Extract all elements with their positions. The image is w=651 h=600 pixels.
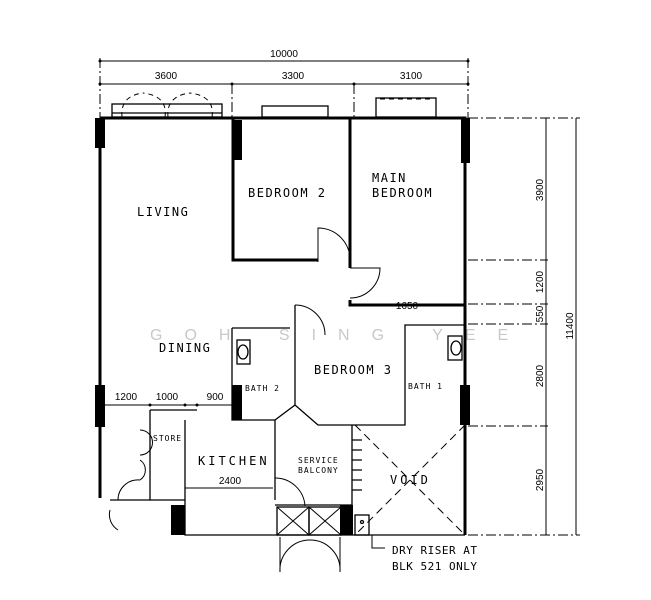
room-kitchen: KITCHEN bbox=[198, 454, 270, 468]
toilet-bath1 bbox=[450, 340, 462, 356]
room-service-balcony-line2: BALCONY bbox=[298, 466, 339, 475]
dim-right-3: 550 bbox=[535, 305, 546, 322]
room-living: LIVING bbox=[137, 205, 189, 219]
room-main-bedroom-line1: MAIN bbox=[372, 171, 407, 185]
dim-kitchen: 2400 bbox=[219, 476, 242, 487]
dim-total-width: 10000 bbox=[270, 49, 298, 60]
dim-right-5: 2950 bbox=[535, 468, 546, 491]
note-dry-riser-line1: DRY RISER AT bbox=[392, 544, 477, 557]
right-dimensions: 3900 1200 550 2800 2950 11400 bbox=[468, 117, 580, 536]
room-service-balcony-line1: SERVICE bbox=[298, 456, 339, 465]
room-dining: DINING bbox=[159, 341, 211, 355]
dim-bottom-1: 1200 bbox=[115, 392, 138, 403]
dim-top-2: 3300 bbox=[282, 71, 305, 82]
room-store: STORE bbox=[153, 434, 182, 443]
room-bedroom-2: BEDROOM 2 bbox=[248, 186, 327, 200]
pillars bbox=[95, 118, 470, 535]
room-labels: LIVING DINING BEDROOM 2 MAIN BEDROOM BED… bbox=[137, 171, 477, 573]
dim-right-2: 1200 bbox=[535, 270, 546, 293]
room-main-bedroom-line2: BEDROOM bbox=[372, 186, 433, 200]
dim-right-1: 3900 bbox=[535, 178, 546, 201]
dim-bath1-offset: 1650 bbox=[396, 301, 419, 312]
toilet-bath2 bbox=[237, 344, 249, 360]
dim-bottom-3: 900 bbox=[207, 392, 224, 403]
room-bath-1: BATH 1 bbox=[408, 382, 443, 391]
dim-top-1: 3600 bbox=[155, 71, 178, 82]
bottom-left-dimensions: 1200 1000 900 2400 1650 bbox=[100, 301, 419, 489]
windows bbox=[111, 92, 437, 118]
room-bedroom-3: BEDROOM 3 bbox=[314, 363, 393, 377]
dim-bottom-2: 1000 bbox=[156, 392, 179, 403]
dim-total-height: 11400 bbox=[565, 312, 576, 340]
dim-right-4: 2800 bbox=[535, 364, 546, 387]
room-bath-2: BATH 2 bbox=[245, 384, 280, 393]
dim-top-3: 3100 bbox=[400, 71, 423, 82]
room-void: VOID bbox=[390, 473, 431, 487]
note-dry-riser-line2: BLK 521 ONLY bbox=[392, 560, 477, 573]
doors bbox=[108, 227, 381, 573]
top-dimensions: 10000 3600 3300 3100 bbox=[98, 49, 470, 118]
fixtures bbox=[236, 335, 466, 549]
